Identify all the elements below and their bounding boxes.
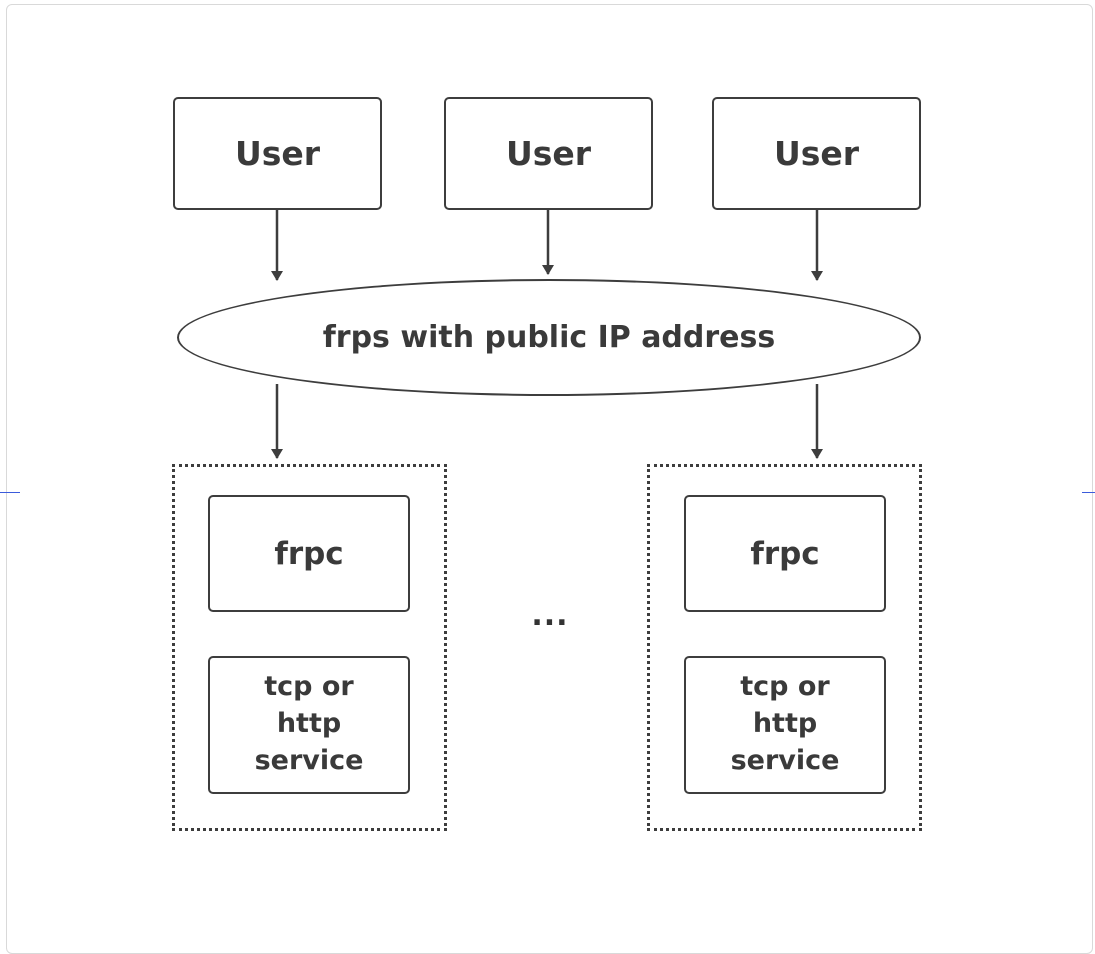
service-box: tcp or http service [208, 656, 410, 794]
user-box: User [173, 97, 382, 210]
user-box: User [444, 97, 653, 210]
frpc-box: frpc [684, 495, 886, 612]
frps-server-ellipse: frps with public IP address [177, 279, 921, 396]
left-edge-marker [0, 492, 20, 493]
frps-server-label: frps with public IP address [322, 320, 776, 355]
more-clients-ellipsis: ... [531, 598, 569, 633]
user-label: User [505, 134, 592, 173]
service-label: tcp or http service [254, 670, 364, 776]
frpc-box: frpc [208, 495, 410, 612]
service-label: tcp or http service [730, 670, 840, 776]
service-box: tcp or http service [684, 656, 886, 794]
user-label: User [773, 134, 860, 173]
client-group [172, 464, 447, 831]
frpc-label: frpc [274, 535, 344, 572]
right-edge-marker [1082, 492, 1095, 493]
client-group [647, 464, 922, 831]
user-box: User [712, 97, 921, 210]
frpc-label: frpc [750, 535, 820, 572]
user-label: User [234, 134, 321, 173]
